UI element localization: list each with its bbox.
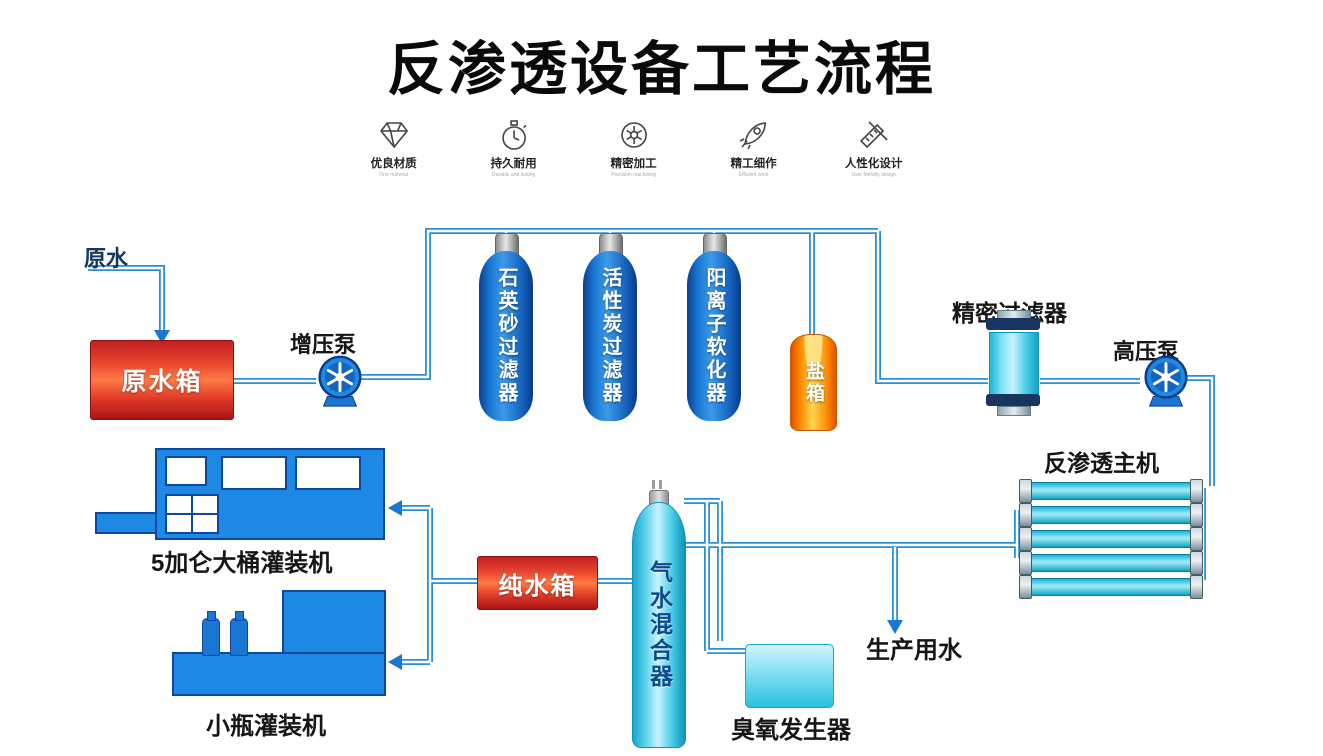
tube-endcap — [1019, 551, 1032, 575]
barrel-filling-machine — [95, 440, 395, 540]
feature-sub: User friendly design — [851, 172, 896, 178]
ro-membrane-tube — [1019, 503, 1203, 527]
feature-precision: 精密加工 Precision machining — [595, 118, 673, 178]
feature-label: 精工细作 — [730, 158, 777, 170]
filter-body — [989, 332, 1039, 396]
filter-cap-bottom — [986, 394, 1040, 406]
feature-material: 优良材质 Fine material — [355, 118, 433, 178]
raw-water-tank-label: 原水箱 — [121, 368, 203, 396]
ozone-generator — [745, 644, 834, 708]
production-water-label: 生产用水 — [866, 637, 962, 664]
bottle-neck — [207, 611, 216, 621]
feature-label: 人性化设计 — [844, 158, 903, 170]
softener-label: 阳离子软化器 — [703, 267, 725, 405]
page-title: 反渗透设备工艺流程 — [386, 37, 936, 102]
pure-water-tank: 纯水箱 — [477, 556, 598, 610]
ro-membrane-tube — [1019, 479, 1203, 503]
feature-sub: Durable and lasting — [492, 172, 536, 178]
pure-water-tank-label: 纯水箱 — [498, 572, 577, 600]
machine-window — [295, 456, 361, 490]
tube-endcap — [1019, 527, 1032, 551]
machine-body — [155, 448, 385, 540]
high-pressure-pump-icon — [1134, 352, 1196, 415]
salt-box: 盐箱 — [790, 334, 837, 431]
bottle-filling-machine — [172, 588, 388, 700]
diamond-icon — [355, 118, 433, 152]
flow-arrows — [154, 330, 903, 670]
ro-membrane-tube — [1019, 551, 1203, 575]
salt-box-label: 盐箱 — [803, 360, 824, 405]
bottle-neck — [235, 611, 244, 621]
feature-label: 持久耐用 — [490, 158, 537, 170]
bottle-filler-label: 小瓶灌装机 — [206, 713, 326, 740]
feature-sub: Efficient work — [738, 172, 769, 178]
tube-endcap — [1019, 503, 1032, 527]
ro-unit-label: 反渗透主机 — [1044, 450, 1159, 476]
raw-water-label: 原水 — [84, 246, 129, 271]
feature-design: 人性化设计 User friendly design — [835, 118, 913, 178]
mixer-label: 气水混合器 — [646, 560, 673, 690]
raw-water-tank: 原水箱 — [90, 340, 234, 420]
filter-cap-top — [986, 318, 1040, 330]
tube-endcap — [1019, 479, 1032, 503]
feature-sub: Precision machining — [611, 172, 656, 178]
booster-pump-icon — [308, 352, 370, 415]
feature-durable: 持久耐用 Durable and lasting — [475, 118, 553, 178]
feature-craft: 精工细作 Efficient work — [715, 118, 793, 178]
machine-base — [172, 652, 386, 696]
booster-pump-label: 增压泵 — [290, 332, 357, 357]
mixer-vent — [652, 480, 655, 489]
machine-conveyor — [95, 512, 161, 534]
machine-back-block — [282, 590, 386, 656]
tube-endcap — [1190, 575, 1203, 599]
machine-window — [165, 456, 207, 486]
bottle — [202, 611, 220, 656]
ro-membrane-tube — [1019, 575, 1203, 599]
tube-endcap — [1190, 527, 1203, 551]
feature-strip: 优良材质 Fine material 持久耐用 Durable and last… — [355, 118, 913, 178]
tube-endcap — [1190, 551, 1203, 575]
ozone-generator-label: 臭氧发生器 — [731, 717, 851, 744]
mixer-vent — [659, 480, 662, 489]
ro-membrane-tube — [1019, 527, 1203, 551]
gas-water-mixer: 气水混合器 — [632, 502, 686, 748]
carbon-filter-label: 活性炭过滤器 — [599, 267, 621, 405]
tube-endcap — [1190, 479, 1203, 503]
tube-endcap — [1190, 503, 1203, 527]
feature-sub: Fine material — [379, 172, 409, 178]
feature-label: 精密加工 — [610, 158, 657, 170]
filter-flange-bottom — [997, 406, 1031, 416]
quartz-filter-label: 石英砂过滤器 — [495, 267, 517, 405]
barrel-filler-label: 5加仑大桶灌装机 — [151, 550, 333, 577]
rocket-icon — [715, 118, 793, 152]
tube-endcap — [1019, 575, 1032, 599]
machine-window — [221, 456, 287, 490]
stopwatch-icon — [475, 118, 553, 152]
machine-control-panel — [165, 494, 219, 534]
quartz-sand-filter: 石英砂过滤器 — [479, 251, 533, 421]
ruler-icon — [835, 118, 913, 152]
activated-carbon-filter: 活性炭过滤器 — [583, 251, 637, 421]
cation-softener: 阳离子软化器 — [687, 251, 741, 421]
bottle — [230, 611, 248, 656]
gear-icon — [595, 118, 673, 152]
feature-label: 优良材质 — [370, 158, 417, 170]
precision-filter — [985, 310, 1041, 416]
